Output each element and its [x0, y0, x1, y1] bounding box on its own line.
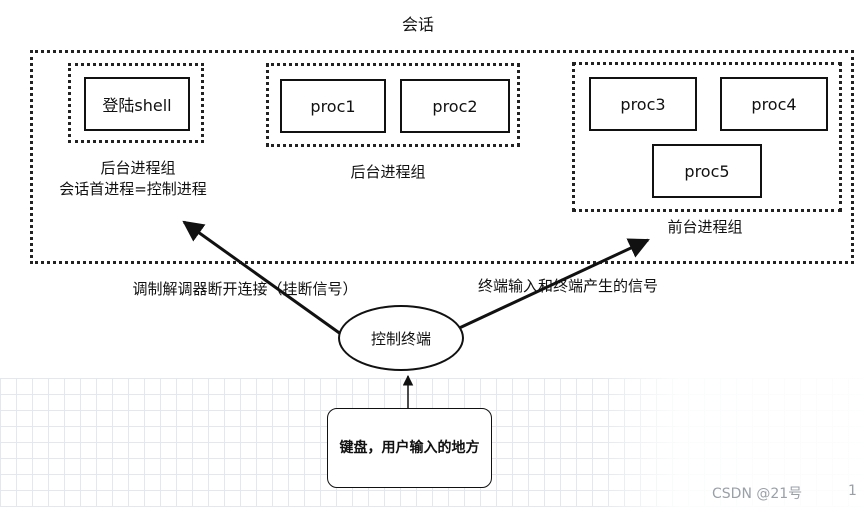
proc5-box: proc5 [652, 144, 762, 198]
login-shell-box: 登陆shell [84, 77, 190, 131]
middle-group-label: 后台进程组 [350, 163, 426, 181]
proc4-box: proc4 [720, 77, 828, 131]
session-frame [30, 50, 854, 264]
proc3-box: proc3 [589, 77, 697, 131]
session-title: 会话 [401, 15, 434, 34]
left-group-label: 后台进程组 [100, 159, 176, 177]
terminal-signal-label: 终端输入和终端产生的信号 [477, 277, 658, 295]
left-process-group-frame [68, 63, 204, 143]
keyboard-callout-label: 键盘，用户输入的地方 [339, 440, 480, 456]
grid-fade-overlay [600, 340, 863, 507]
hangup-signal-arrow [182, 220, 346, 339]
right-group-label: 前台进程组 [667, 218, 743, 236]
right-process-group-frame [572, 62, 842, 212]
proc1-box: proc1 [280, 79, 386, 133]
proc2-box: proc2 [400, 79, 510, 133]
hangup-signal-label: 调制解调器断开连接（挂断信号） [132, 280, 358, 298]
terminal-signal-arrow [454, 238, 650, 332]
page-number: 1 [848, 483, 857, 499]
left-group-sublabel: 会话首进程=控制进程 [59, 180, 207, 198]
controlling-terminal-node: 控制终端 [338, 305, 464, 371]
csdn-watermark: CSDN @21号 [712, 486, 803, 502]
keyboard-callout: 键盘，用户输入的地方 [327, 408, 492, 488]
middle-process-group-frame [266, 63, 520, 147]
